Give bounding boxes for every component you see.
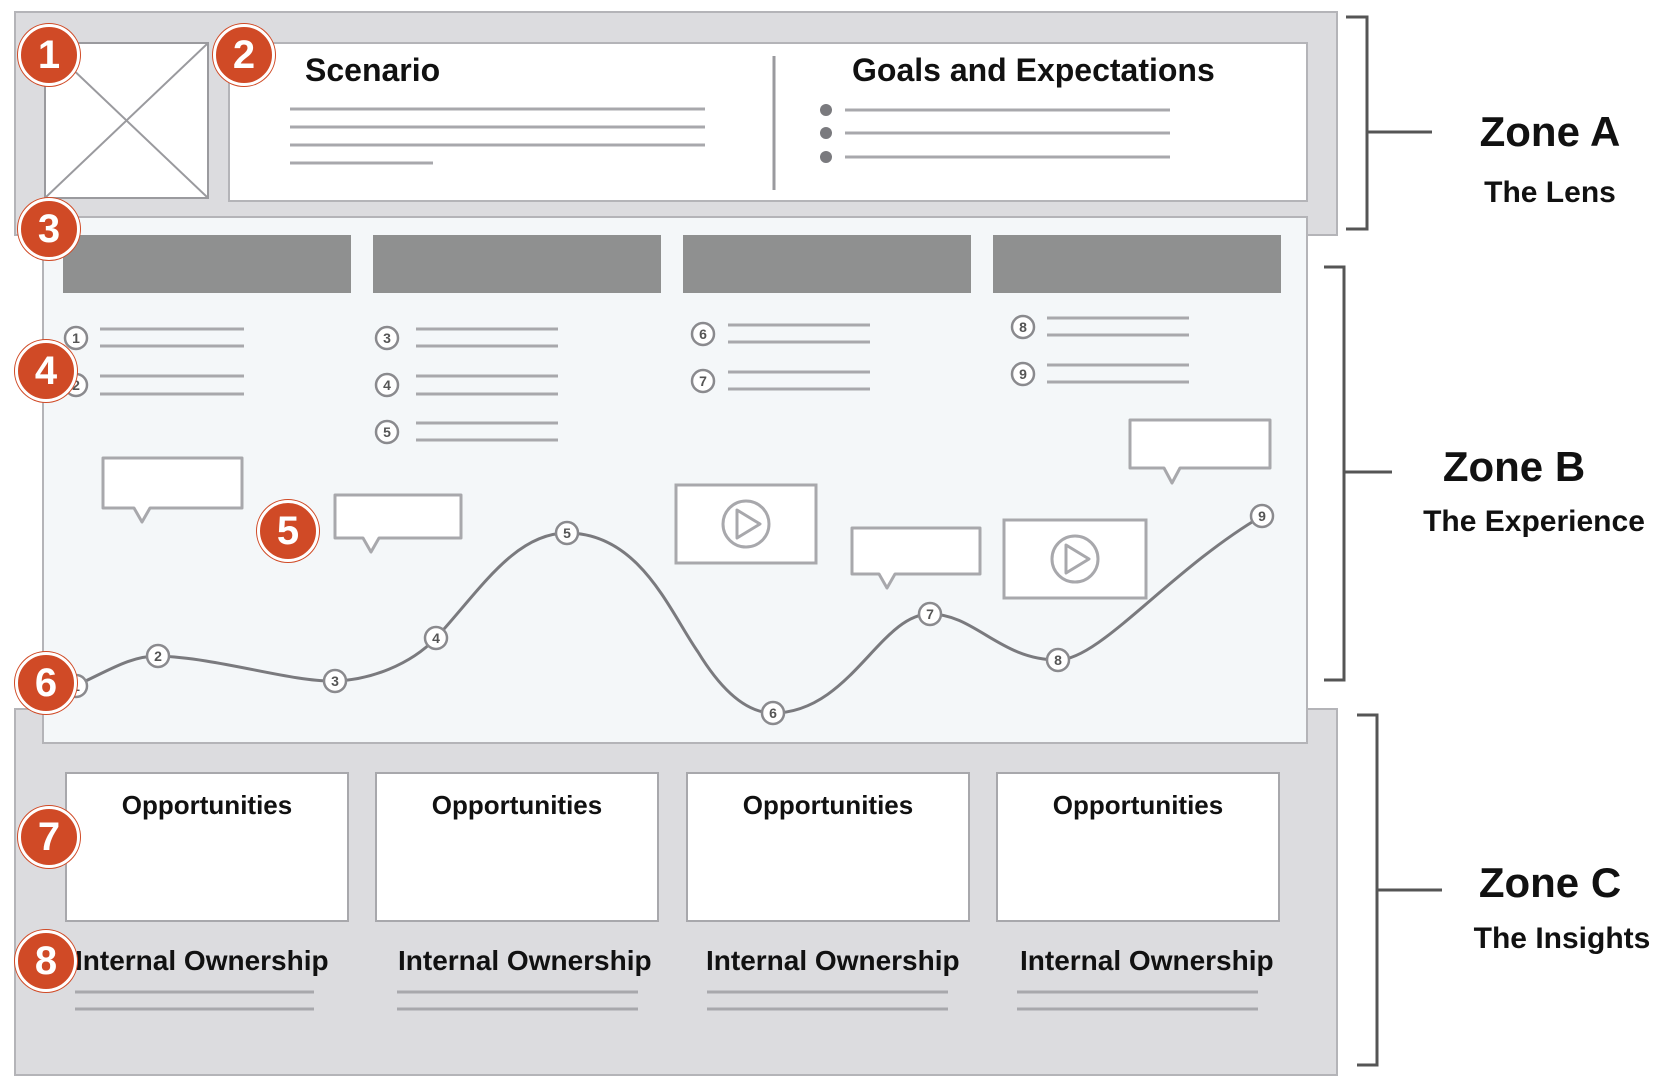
zone-b-subtitle: The Experience	[1423, 505, 1645, 538]
zone-b-panel	[42, 216, 1308, 744]
svg-text:6: 6	[769, 705, 777, 721]
zone-b-title: Zone B	[1442, 443, 1586, 490]
marker-1: 1	[18, 24, 80, 86]
marker-2: 2	[213, 24, 275, 86]
svg-text:9: 9	[1258, 508, 1266, 524]
video-play-icon	[1002, 518, 1148, 600]
video-play-icon	[674, 483, 818, 565]
curve-point-7: 7	[917, 601, 943, 627]
step-number-8: 8	[1010, 314, 1036, 340]
goals-title: Goals and Expectations	[852, 52, 1215, 88]
step-markers: 1 2 3 4 5 6 7 8 9	[63, 314, 1036, 445]
step-number-5: 5	[374, 419, 400, 445]
svg-text:4: 4	[383, 377, 391, 393]
zone-a-subtitle: The Lens	[1484, 176, 1616, 209]
phase-tab-3	[683, 235, 971, 293]
svg-text:5: 5	[563, 525, 571, 541]
marker-6: 6	[15, 652, 77, 714]
phase-tab-1	[63, 235, 351, 293]
marker-7: 7	[18, 806, 80, 868]
svg-text:3: 3	[331, 673, 339, 689]
zone-c-title: Zone C	[1478, 859, 1622, 906]
bracket-icon	[1324, 15, 1442, 1067]
step-number-3: 3	[374, 325, 400, 351]
experience-curve-line	[74, 514, 1263, 715]
internal-ownership-label: Internal Ownership	[398, 945, 652, 976]
curve-point-5: 5	[554, 520, 580, 546]
svg-text:2: 2	[154, 648, 162, 664]
curve-point-3: 3	[322, 668, 348, 694]
step-number-6: 6	[690, 321, 716, 347]
svg-text:6: 6	[699, 326, 707, 342]
svg-text:7: 7	[926, 606, 934, 622]
marker-5: 5	[257, 500, 319, 562]
svg-text:1: 1	[72, 330, 80, 346]
phase-tab-4	[993, 235, 1281, 293]
svg-text:8: 8	[1054, 652, 1062, 668]
opportunities-box-2: Opportunities	[375, 772, 659, 922]
step-number-1: 1	[63, 325, 89, 351]
speech-bubble-icon	[333, 493, 463, 554]
marker-3: 3	[18, 198, 80, 260]
opportunities-label: Opportunities	[742, 790, 914, 820]
svg-text:4: 4	[432, 630, 440, 646]
svg-text:2: 2	[72, 377, 80, 393]
internal-ownership-label: Internal Ownership	[706, 945, 960, 976]
curve-point-2: 2	[145, 643, 171, 669]
curve-point-4: 4	[423, 625, 449, 651]
zone-c-subtitle: The Insights	[1473, 922, 1651, 955]
step-number-4: 4	[374, 372, 400, 398]
opportunities-label: Opportunities	[431, 790, 603, 820]
svg-text:5: 5	[383, 424, 391, 440]
svg-text:9: 9	[1019, 366, 1027, 382]
marker-8: 8	[15, 930, 77, 992]
opportunities-box-3: Opportunities	[686, 772, 970, 922]
opportunities-label: Opportunities	[121, 790, 293, 820]
phase-tab-2	[373, 235, 661, 293]
speech-bubble-icon	[101, 456, 244, 524]
speech-bubble-icon	[1128, 418, 1272, 485]
curve-point-6: 6	[760, 700, 786, 726]
scenario-title: Scenario	[305, 52, 441, 88]
scenario-goals-card	[228, 42, 1308, 202]
zone-a-title: Zone A	[1479, 108, 1621, 155]
marker-4: 4	[15, 340, 77, 402]
svg-text:3: 3	[383, 330, 391, 346]
opportunities-box-1: Opportunities	[65, 772, 349, 922]
speech-bubble-icon	[850, 526, 982, 590]
internal-ownership-label: Internal Ownership	[1020, 945, 1274, 976]
internal-ownership-label: Internal Ownership	[75, 945, 329, 976]
opportunities-box-4: Opportunities	[996, 772, 1280, 922]
step-number-9: 9	[1010, 361, 1036, 387]
opportunities-label: Opportunities	[1052, 790, 1224, 820]
svg-text:8: 8	[1019, 319, 1027, 335]
curve-point-8: 8	[1045, 647, 1071, 673]
step-number-7: 7	[690, 368, 716, 394]
svg-text:7: 7	[699, 373, 707, 389]
curve-point-9: 9	[1249, 503, 1275, 529]
bullet-icon	[820, 104, 832, 163]
